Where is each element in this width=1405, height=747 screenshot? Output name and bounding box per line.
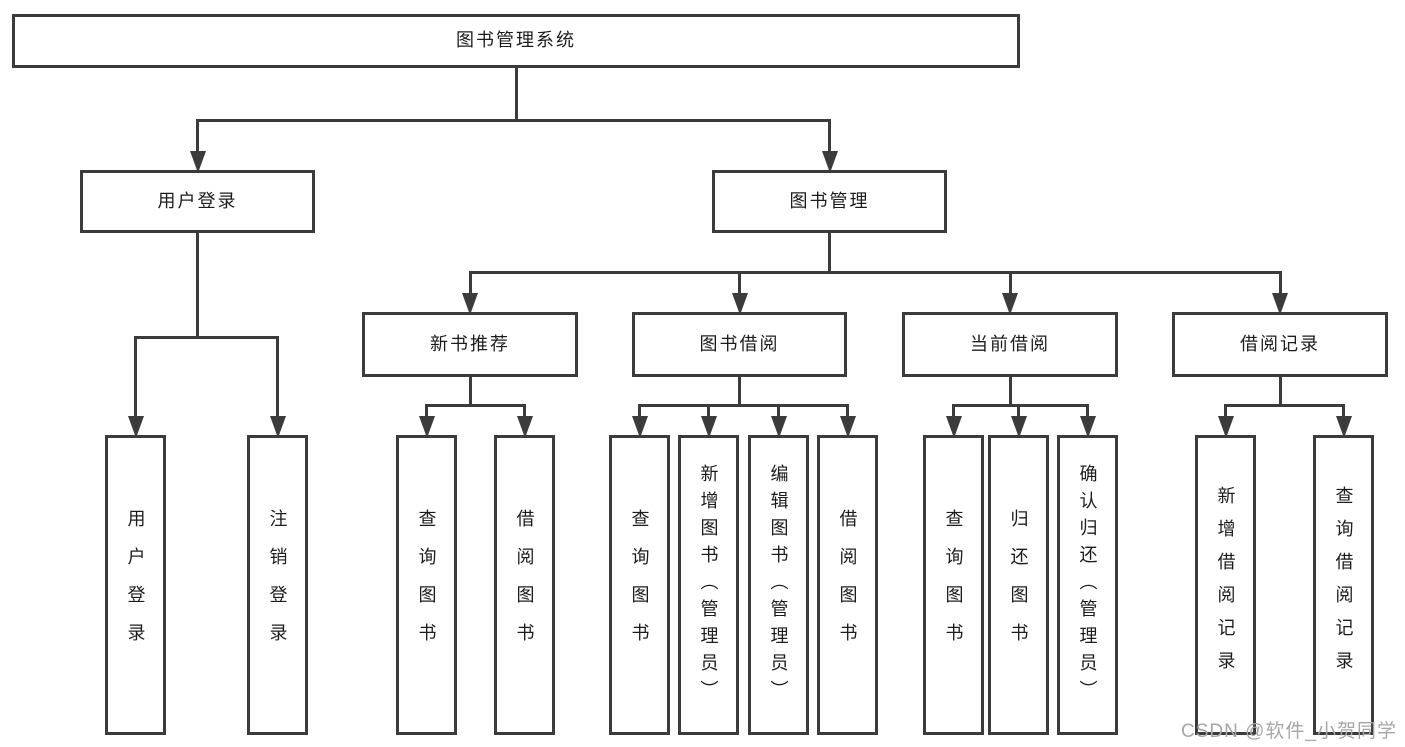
connector-line (468, 270, 1282, 274)
arrowhead (839, 416, 856, 438)
node-label: 确认归还（管理员） (1077, 463, 1098, 707)
node-current-borrow: 当前借阅 (902, 312, 1118, 377)
node-query-book-1: 查询图书 (396, 435, 457, 735)
connector-line (738, 377, 741, 406)
connector-line (1278, 272, 1282, 296)
arrowhead (631, 416, 648, 438)
connector-line (196, 118, 831, 122)
node-label: 查询借阅记录 (1333, 486, 1354, 684)
node-book-borrow: 图书借阅 (632, 312, 847, 377)
connector-line (134, 335, 279, 339)
connector-line (425, 405, 428, 419)
arrowhead (1335, 416, 1352, 438)
arrowhead (945, 416, 962, 438)
connector-line (846, 405, 849, 419)
connector-line (468, 272, 472, 296)
node-query-book-3: 查询图书 (923, 435, 984, 735)
connector-line (134, 337, 137, 419)
connector-line (1224, 405, 1227, 419)
connector-line (1008, 377, 1012, 406)
arrowhead (1079, 416, 1096, 438)
arrowhead (269, 416, 286, 438)
node-new-book-rec: 新书推荐 (362, 312, 578, 377)
node-add-book: 新增图书（管理员） (678, 435, 739, 735)
arrowhead (770, 416, 787, 438)
node-borrow-record: 借阅记录 (1172, 312, 1388, 377)
node-label: 借阅图书 (837, 509, 858, 661)
connector-line (738, 272, 741, 296)
connector-line (468, 377, 472, 406)
node-label: 注销登录 (267, 509, 288, 661)
arrowhead (1217, 416, 1234, 438)
connector-line (707, 405, 710, 419)
node-label: 图书借阅 (699, 333, 780, 354)
node-add-borrow-record: 新增借阅记录 (1195, 435, 1256, 735)
arrowhead (462, 293, 478, 315)
node-login: 用户登录 (105, 435, 166, 735)
node-label: 图书管理 (789, 190, 870, 211)
node-query-borrow-record: 查询借阅记录 (1313, 435, 1374, 735)
connector-line (523, 405, 526, 419)
arrowhead (821, 151, 838, 173)
connector-line (425, 403, 526, 407)
arrowhead (516, 416, 533, 438)
arrowhead (127, 416, 144, 438)
node-root: 图书管理系统 (12, 14, 1020, 68)
node-return-book: 归还图书 (988, 435, 1049, 735)
connector-line (952, 403, 1089, 407)
arrowhead (731, 293, 748, 315)
connector-line (1086, 405, 1089, 419)
arrowhead (189, 151, 206, 173)
connector-line (777, 405, 780, 419)
arrowhead (1002, 293, 1018, 315)
node-label: 图书管理系统 (456, 30, 576, 51)
arrowhead (1272, 293, 1288, 315)
node-label: 归还图书 (1008, 509, 1029, 661)
connector-line (1224, 403, 1345, 407)
node-label: 借阅记录 (1240, 333, 1320, 354)
connector-line (638, 403, 849, 407)
node-borrow-book-1: 借阅图书 (494, 435, 555, 735)
node-label: 当前借阅 (970, 333, 1050, 354)
connector-line (1008, 272, 1012, 296)
node-query-book-2: 查询图书 (609, 435, 670, 735)
node-label: 新增图书（管理员） (698, 463, 719, 707)
node-label: 用户登录 (125, 509, 146, 661)
connector-line (1342, 405, 1345, 419)
connector-line (638, 405, 641, 419)
arrowhead (700, 416, 717, 438)
connector-line (276, 337, 279, 419)
node-label: 编辑图书（管理员） (768, 463, 789, 707)
node-label: 新书推荐 (430, 333, 510, 354)
connector-line (828, 120, 831, 154)
node-label: 借阅图书 (514, 509, 535, 661)
node-logout: 注销登录 (247, 435, 308, 735)
node-borrow-book-2: 借阅图书 (817, 435, 878, 735)
connector-line (1278, 377, 1282, 406)
arrowhead (1010, 416, 1027, 438)
node-label: 用户登录 (157, 190, 238, 211)
connector-line (828, 233, 831, 273)
node-label: 查询图书 (943, 509, 964, 661)
connector-line (952, 405, 955, 419)
node-user-login: 用户登录 (80, 170, 315, 233)
node-label: 新增借阅记录 (1215, 486, 1236, 684)
watermark: CSDN @软件_小贺同学 (1181, 721, 1397, 742)
connector-line (196, 120, 199, 154)
connector-line (196, 233, 199, 338)
node-label: 查询图书 (629, 509, 650, 661)
node-book-mgmt: 图书管理 (712, 170, 947, 233)
node-confirm-return: 确认归还（管理员） (1057, 435, 1118, 735)
connector-line (1017, 405, 1020, 419)
node-edit-book: 编辑图书（管理员） (748, 435, 809, 735)
connector-line (514, 68, 518, 121)
arrowhead (418, 416, 435, 438)
node-label: 查询图书 (416, 509, 437, 661)
